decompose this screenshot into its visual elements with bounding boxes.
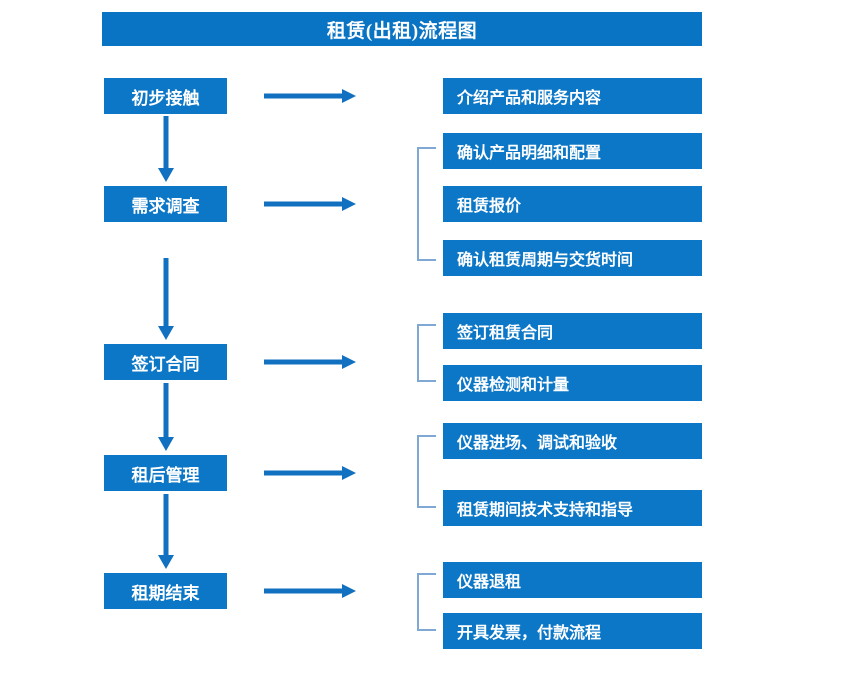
detail-node-1[interactable]: 介绍产品和服务内容 — [443, 78, 702, 114]
detail-node-3[interactable]: 租赁报价 — [443, 186, 702, 222]
right-arrow-4 — [264, 466, 356, 480]
stage-node-4[interactable]: 租后管理 — [104, 455, 227, 491]
detail-node-8[interactable]: 租赁期间技术支持和指导 — [443, 490, 702, 526]
stage-node-3[interactable]: 签订合同 — [104, 344, 227, 380]
right-arrow-2 — [264, 197, 356, 211]
detail-node-2[interactable]: 确认产品明细和配置 — [443, 133, 702, 169]
group-bracket-2 — [417, 324, 436, 382]
detail-node-9[interactable]: 仪器退租 — [443, 562, 702, 598]
right-arrow-3 — [264, 355, 356, 369]
detail-node-7[interactable]: 仪器进场、调试和验收 — [443, 423, 702, 459]
group-bracket-1 — [417, 147, 436, 261]
stage-node-1[interactable]: 初步接触 — [104, 78, 227, 114]
stage-node-5[interactable]: 租期结束 — [104, 573, 227, 609]
group-bracket-4 — [417, 573, 436, 631]
detail-node-6[interactable]: 仪器检测和计量 — [443, 365, 702, 401]
down-arrow-2 — [158, 258, 174, 340]
down-arrow-3 — [158, 383, 174, 451]
down-arrow-4 — [158, 494, 174, 569]
page-title: 租赁(出租)流程图 — [102, 12, 702, 46]
detail-node-5[interactable]: 签订租赁合同 — [443, 313, 702, 349]
detail-node-4[interactable]: 确认租赁周期与交货时间 — [443, 240, 702, 276]
detail-node-10[interactable]: 开具发票，付款流程 — [443, 613, 702, 649]
right-arrow-1 — [264, 89, 356, 103]
group-bracket-3 — [417, 435, 436, 508]
down-arrow-1 — [158, 116, 174, 182]
right-arrow-5 — [264, 584, 356, 598]
stage-node-2[interactable]: 需求调查 — [104, 186, 227, 222]
